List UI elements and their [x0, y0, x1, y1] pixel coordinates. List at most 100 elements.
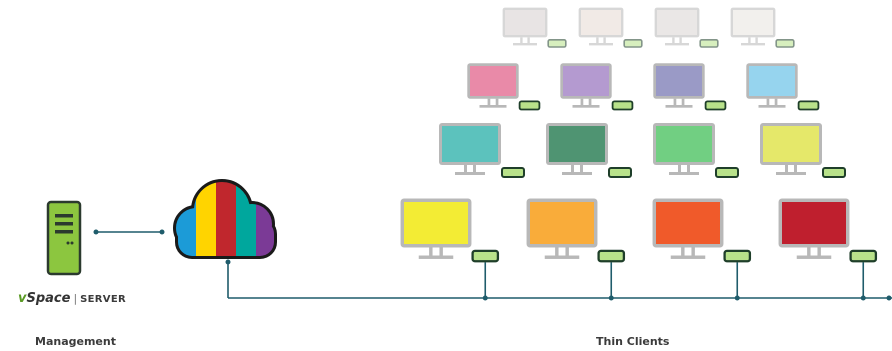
- monitor-stand: [672, 37, 675, 43]
- thin-client: [654, 7, 719, 48]
- thin-client: [652, 198, 752, 263]
- cloud-tile: [176, 220, 196, 240]
- monitor-screen: [782, 202, 846, 244]
- thin-client: [760, 123, 846, 178]
- thin-client: [578, 7, 643, 48]
- monitor-screen: [404, 202, 468, 244]
- brand-separator: |: [73, 292, 78, 305]
- thin-client-device: [547, 38, 567, 48]
- link-node: [860, 295, 866, 301]
- management-caption: Management: [35, 335, 116, 348]
- brand-name: Space: [26, 291, 71, 306]
- monitor-screen: [763, 126, 819, 162]
- link-node: [159, 229, 165, 235]
- monitor-stand: [679, 37, 682, 43]
- cloud-tile: [236, 200, 256, 220]
- thin-client: [467, 63, 541, 111]
- monitor-stand: [580, 98, 584, 105]
- monitor-base: [562, 172, 592, 175]
- monitor-stand: [603, 37, 606, 43]
- monitor-stand: [487, 98, 491, 105]
- thin-client-device: [608, 167, 632, 178]
- monitor-screen: [549, 126, 605, 162]
- thin-client-device: [611, 100, 634, 111]
- monitor-base: [479, 105, 507, 108]
- monitor-stand: [439, 247, 443, 256]
- monitor-base: [418, 255, 454, 259]
- monitor-base: [776, 172, 806, 175]
- monitor-stand: [766, 98, 770, 105]
- monitor-stand: [473, 165, 476, 172]
- server-led: [70, 241, 74, 245]
- monitor-stand: [774, 98, 778, 105]
- monitor-stand: [681, 98, 685, 105]
- monitor-base: [544, 255, 580, 259]
- monitor-stand: [580, 165, 583, 172]
- thin-client-device: [715, 167, 739, 178]
- monitor-base: [665, 105, 693, 108]
- monitor-stand: [755, 37, 758, 43]
- cloud-tile: [216, 240, 236, 256]
- thin-client: [730, 7, 795, 48]
- thin-client: [746, 63, 820, 111]
- monitor-stand: [681, 247, 685, 256]
- thin-client-device: [849, 249, 878, 263]
- monitor-screen: [733, 10, 773, 35]
- monitor-stand: [527, 37, 530, 43]
- cloud-tile: [196, 200, 216, 220]
- thin-client-device: [704, 100, 727, 111]
- monitor-screen: [656, 66, 702, 96]
- thin-client-device: [822, 167, 846, 178]
- monitor-stand: [588, 98, 592, 105]
- thin-client-device: [518, 100, 541, 111]
- monitor-screen: [563, 66, 609, 96]
- server-led: [66, 241, 70, 245]
- thin-client: [502, 7, 567, 48]
- server-icon: [46, 200, 82, 276]
- cloud-mosaic: [176, 182, 274, 256]
- network-lines: [93, 229, 892, 301]
- link-node: [734, 295, 740, 301]
- thin-client-device: [699, 38, 719, 48]
- cloud-tile: [256, 182, 274, 200]
- vspace-server-logo: vSpace|SERVER: [18, 287, 126, 306]
- monitor-base: [665, 43, 689, 46]
- thin-clients-caption: Thin Clients: [596, 335, 670, 348]
- thin-client-device: [501, 167, 525, 178]
- cloud-icon: [173, 179, 277, 259]
- monitor-stand: [748, 37, 751, 43]
- monitor-stand: [785, 165, 788, 172]
- server-vent: [55, 222, 73, 226]
- thin-client: [653, 63, 727, 111]
- thin-client: [778, 198, 878, 263]
- brand-product: SERVER: [80, 294, 126, 305]
- monitor-stand: [691, 247, 695, 256]
- monitor-screen: [530, 202, 594, 244]
- monitor-base: [572, 105, 600, 108]
- brand-prefix: v: [18, 291, 27, 306]
- thin-clients-grid: [400, 7, 878, 263]
- cloud-tile: [236, 220, 256, 240]
- thin-client-device: [775, 38, 795, 48]
- monitor-stand: [571, 165, 574, 172]
- monitor-screen: [656, 126, 712, 162]
- monitor-stand: [464, 165, 467, 172]
- cloud-tile: [196, 220, 216, 240]
- monitor-stand: [807, 247, 811, 256]
- cloud-tile: [216, 220, 236, 240]
- cloud-tile: [176, 182, 196, 200]
- monitor-screen: [581, 10, 621, 35]
- monitor-stand: [687, 165, 690, 172]
- cloud-tile: [256, 240, 274, 256]
- cloud-tile: [196, 240, 216, 256]
- cloud-tile: [216, 182, 236, 200]
- server-vent: [55, 230, 73, 234]
- monitor-screen: [749, 66, 795, 96]
- server-body: [46, 200, 82, 276]
- link-node: [225, 259, 231, 265]
- monitor-stand: [817, 247, 821, 256]
- monitor-stand: [596, 37, 599, 43]
- thin-client-device: [623, 38, 643, 48]
- monitor-stand: [429, 247, 433, 256]
